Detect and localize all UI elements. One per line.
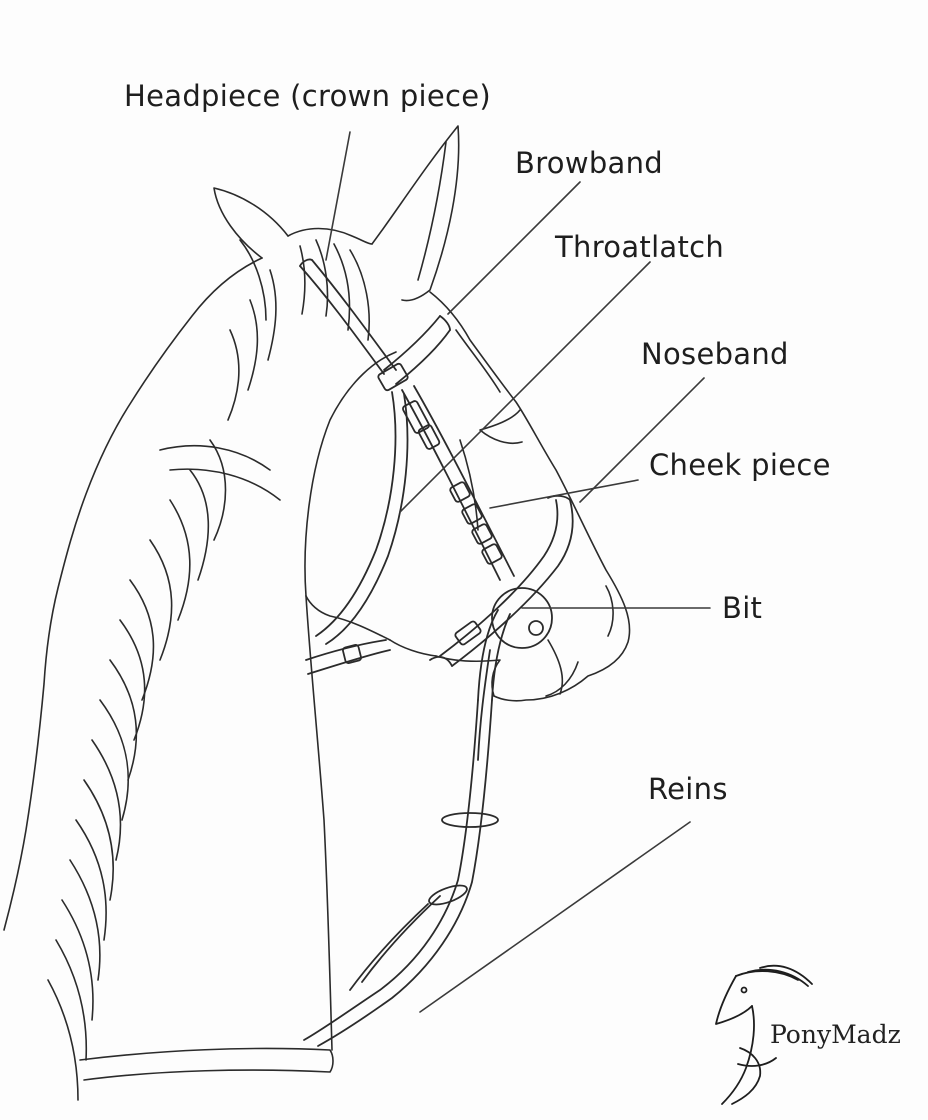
label-bit: Bit xyxy=(722,594,762,623)
leader-lines xyxy=(326,132,710,1012)
logo-text: PonyMadz xyxy=(770,1020,901,1049)
leader-throatlatch xyxy=(400,262,650,512)
label-browband: Browband xyxy=(515,149,663,178)
label-headpiece: Headpiece (crown piece) xyxy=(124,82,491,111)
label-reins: Reins xyxy=(648,775,728,804)
horse-outline xyxy=(4,126,630,1100)
leader-headpiece xyxy=(326,132,350,260)
reins xyxy=(304,650,498,1046)
label-noseband: Noseband xyxy=(641,340,789,369)
label-throatlatch: Throatlatch xyxy=(555,233,724,262)
leader-reins xyxy=(420,822,690,1012)
leader-noseband xyxy=(580,378,704,502)
label-cheek-piece: Cheek piece xyxy=(649,451,831,480)
bridle xyxy=(300,259,573,700)
